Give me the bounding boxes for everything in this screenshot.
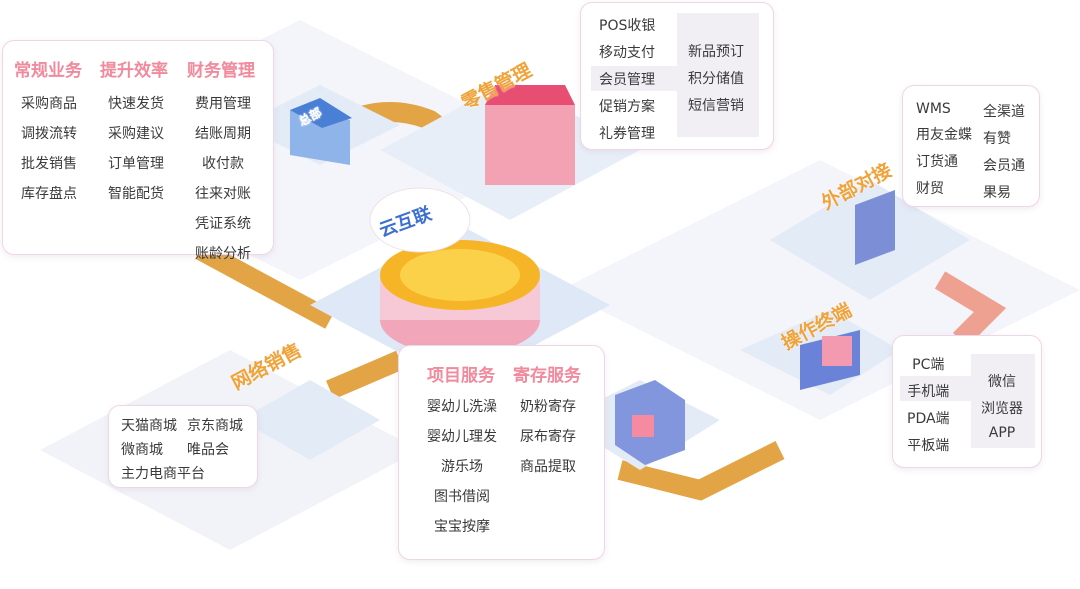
list-item: POS收银 [599, 18, 656, 34]
list-item: 智能配货 [108, 186, 164, 202]
list-item: 移动支付 [599, 45, 655, 61]
list-item: 促销方案 [599, 99, 655, 115]
online-sales-panel: 天猫商城 京东商城 微商城 唯品会 主力电商平台 [108, 405, 258, 488]
list-item: 订单管理 [108, 156, 164, 172]
list-item: 果易 [983, 185, 1011, 201]
list-item: 批发销售 [21, 156, 77, 172]
list-item: 图书借阅 [434, 489, 490, 505]
list-item: 宝宝按摩 [434, 519, 490, 535]
list-item: 商品提取 [520, 459, 576, 475]
list-item: 会员通 [983, 158, 1025, 174]
panel-header: 财务管理 [187, 61, 255, 81]
list-item: 游乐场 [441, 459, 483, 475]
list-item: 婴幼儿理发 [427, 429, 497, 445]
external-panel: WMS 用友金蝶 订货通 财贸 全渠道 有赞 会员通 果易 [902, 85, 1040, 207]
list-item: 采购建议 [108, 126, 164, 142]
list-item: 收付款 [202, 156, 244, 172]
list-item: 凭证系统 [195, 216, 251, 232]
list-item: 礼券管理 [599, 126, 655, 142]
list-item: 全渠道 [983, 104, 1025, 120]
list-item: 京东商城 [187, 418, 243, 434]
terminal-panel: PC端 手机端 PDA端 平板端 微信 浏览器 APP [892, 335, 1042, 468]
list-item: 平板端 [907, 438, 950, 454]
panel-header: 常规业务 [14, 61, 82, 81]
list-item: 快速发货 [108, 96, 164, 112]
list-item: 微商城 [121, 442, 163, 458]
list-item: PC端 [912, 357, 945, 373]
list-item: 微信 [988, 374, 1016, 390]
list-item: 浏览器 [981, 401, 1023, 417]
list-item: 账龄分析 [195, 246, 251, 262]
list-item: 库存盘点 [21, 186, 77, 202]
list-item: 奶粉寄存 [520, 399, 576, 415]
list-item: 调拨流转 [21, 126, 77, 142]
list-item: 婴幼儿洗澡 [427, 399, 497, 415]
list-item: 有赞 [983, 131, 1011, 147]
list-item: 往来对账 [195, 186, 251, 202]
panel-header: 寄存服务 [513, 366, 581, 386]
list-item: 尿布寄存 [520, 429, 576, 445]
list-item: 结账周期 [195, 126, 251, 142]
list-item: 积分储值 [688, 71, 744, 87]
list-item: 天猫商城 [121, 418, 177, 434]
list-item: 短信营销 [688, 98, 744, 114]
business-panel: 常规业务 提升效率 财务管理 采购商品 调拨流转 批发销售 库存盘点 快速发货 … [2, 40, 274, 262]
list-item: 财贸 [916, 181, 944, 197]
list-item: 主力电商平台 [121, 466, 205, 482]
list-item: 采购商品 [21, 96, 77, 112]
panel-header: 项目服务 [427, 366, 495, 386]
list-item: 订货通 [916, 154, 958, 170]
service-panel: 项目服务 寄存服务 婴幼儿洗澡 婴幼儿理发 游乐场 图书借阅 宝宝按摩 奶粉寄存… [398, 345, 605, 560]
list-item: 费用管理 [195, 96, 251, 112]
retail-panel: POS收银 移动支付 会员管理 促销方案 礼券管理 新品预订 积分储值 短信营销 [580, 2, 774, 150]
list-item: WMS [916, 101, 951, 117]
list-item: 新品预订 [688, 44, 744, 60]
list-item: PDA端 [907, 411, 950, 427]
list-item: 会员管理 [599, 72, 655, 88]
list-item: 手机端 [907, 384, 950, 400]
panel-header: 提升效率 [100, 61, 168, 81]
list-item: 用友金蝶 [916, 127, 972, 143]
list-item: 唯品会 [187, 442, 229, 458]
list-item: APP [988, 425, 1016, 441]
